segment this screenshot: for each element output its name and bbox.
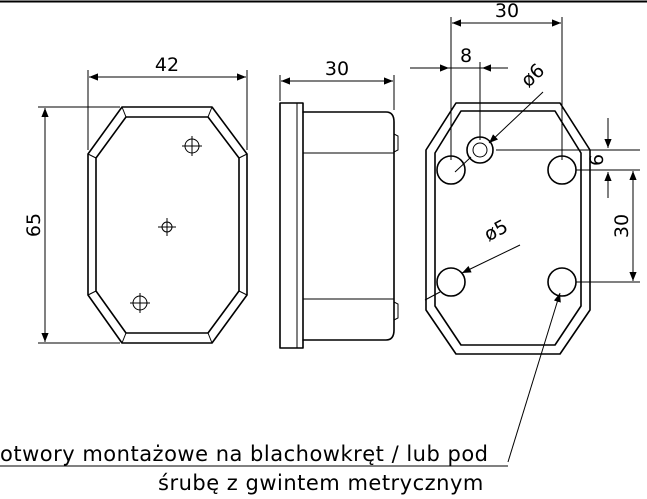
side-tab-bottom — [393, 301, 399, 321]
side-tab-top — [393, 133, 399, 153]
back-outline-inner — [434, 110, 582, 346]
leader-mount-hole-diameter: ø5 — [424, 215, 521, 301]
dimension-back-center-offset: 8 — [410, 45, 508, 140]
back-outline-outer — [425, 102, 591, 355]
dimension-back-hole-spacing-h-label: 30 — [495, 0, 519, 22]
leader-note-to-hole — [507, 292, 561, 463]
front-screw-bottom-left — [130, 293, 150, 313]
dimension-front-height-label: 65 — [23, 213, 45, 237]
front-chamfer-lines — [87, 106, 248, 344]
back-view: 30 8 ø6 6 30 — [410, 0, 640, 463]
note-block: otwory montażowe na blachowkręt / lub po… — [0, 442, 508, 495]
front-view: 42 65 — [23, 54, 248, 344]
leader-center-hole-diameter: ø6 — [454, 59, 549, 173]
dimension-back-top-offset: 6 — [496, 118, 640, 198]
dimension-side-depth: 30 — [279, 58, 395, 110]
side-flange — [279, 102, 304, 349]
dimension-front-width: 42 — [87, 54, 248, 150]
front-screw-top-right — [182, 136, 202, 156]
note-line-2: śrubę z gwintem metrycznym — [158, 471, 484, 495]
back-center-hole — [466, 136, 494, 164]
dimension-front-height: 65 — [23, 106, 120, 344]
side-view: 30 — [279, 58, 399, 349]
dimension-back-hole-spacing-v-label: 30 — [611, 214, 633, 238]
dimension-back-center-offset-label: 8 — [460, 45, 472, 67]
side-body — [302, 111, 395, 341]
dimension-front-width-label: 42 — [155, 54, 179, 76]
dimension-side-depth-label: 30 — [325, 58, 349, 80]
label-center-hole-diameter: ø6 — [517, 59, 549, 91]
dimension-back-hole-spacing-v: 30 — [576, 171, 640, 283]
dimension-back-top-offset-label: 6 — [586, 154, 608, 166]
dimension-back-hole-spacing-h: 30 — [450, 0, 563, 160]
front-center-mark — [158, 218, 176, 236]
label-mount-hole-diameter: ø5 — [481, 215, 512, 246]
note-line-1: otwory montażowe na blachowkręt / lub po… — [0, 442, 489, 466]
